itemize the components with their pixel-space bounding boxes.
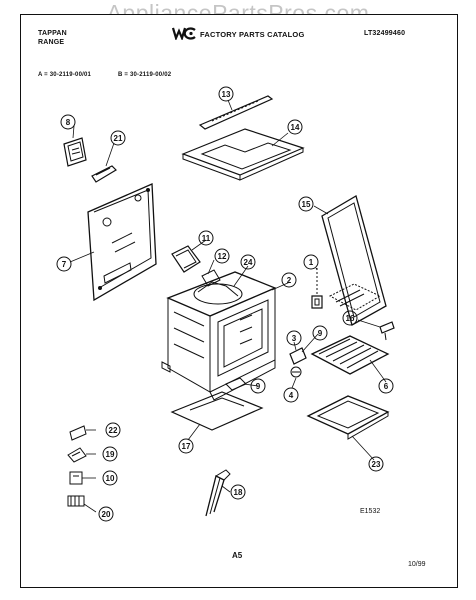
leader-lines: [69, 99, 387, 513]
callout-9-lower: 9: [256, 382, 261, 391]
part-5-element: [205, 469, 231, 517]
part-20-switch: [69, 471, 83, 485]
callout-7: 7: [62, 260, 67, 269]
part-9-rack-support: [225, 377, 247, 391]
part-10-clip: [67, 447, 87, 463]
catalog-title: FACTORY PARTS CATALOG: [200, 30, 305, 39]
catalog-id: LT32499460: [364, 30, 406, 37]
part-14-top-panel: [181, 128, 305, 181]
wci-logo-icon: [172, 27, 196, 40]
callout-9-upper: 9: [318, 329, 323, 338]
part-18-broiler-pan: [306, 395, 390, 440]
date-code: 10/99: [408, 561, 426, 568]
callout-1: 1: [309, 258, 314, 267]
part-7-back-panel: [87, 183, 157, 302]
callout-10: 19: [106, 450, 115, 459]
part-16-screw: [379, 321, 395, 341]
page-code: A5: [232, 551, 243, 560]
callout-13: 13: [222, 90, 231, 99]
part-13-trim-strip: [198, 95, 274, 130]
diagram-code: E1532: [360, 508, 380, 515]
callout-8: 8: [66, 118, 71, 127]
callout-5: 18: [234, 488, 243, 497]
callout-4: 4: [289, 391, 294, 400]
part-22-bottom-panel: [170, 391, 264, 431]
part-15-oven-door: [321, 195, 387, 326]
part-24-insulation: [193, 281, 243, 305]
part-1-hinge: [311, 268, 323, 309]
part-17-oven-rack: [310, 335, 390, 375]
callout-15: 15: [302, 200, 311, 209]
callout-11: 11: [202, 234, 211, 243]
model-a: A = 30-2119-00/01: [38, 72, 92, 78]
model-b: B = 30-2119-00/02: [118, 72, 172, 78]
callout-3: 3: [292, 334, 297, 343]
callout-20: 10: [106, 474, 115, 483]
callout-circles: [56, 86, 394, 522]
callout-16: 16: [346, 314, 355, 323]
part-8-housing: [63, 137, 87, 167]
part-2-oven-body: [161, 271, 277, 401]
callout-17: 6: [384, 382, 389, 391]
callout-12: 12: [218, 252, 227, 261]
brand-line-1: TAPPAN: [38, 30, 67, 37]
part-23-wire-harness: [67, 495, 85, 507]
callout-22: 17: [182, 442, 191, 451]
callout-24: 24: [244, 258, 253, 267]
callout-19: 22: [109, 426, 118, 435]
callout-14: 14: [291, 123, 300, 132]
brand-line-2: RANGE: [38, 39, 65, 46]
part-11-vent-duct: [171, 245, 201, 273]
part-3-thermostat: [289, 347, 307, 365]
callout-21: 21: [114, 134, 123, 143]
part-4-knob: [290, 366, 302, 378]
callout-18: 23: [372, 460, 381, 469]
callout-23: 20: [102, 510, 111, 519]
callout-2: 2: [287, 276, 292, 285]
part-19-bracket: [69, 425, 87, 441]
part-21-gasket: [91, 165, 117, 183]
